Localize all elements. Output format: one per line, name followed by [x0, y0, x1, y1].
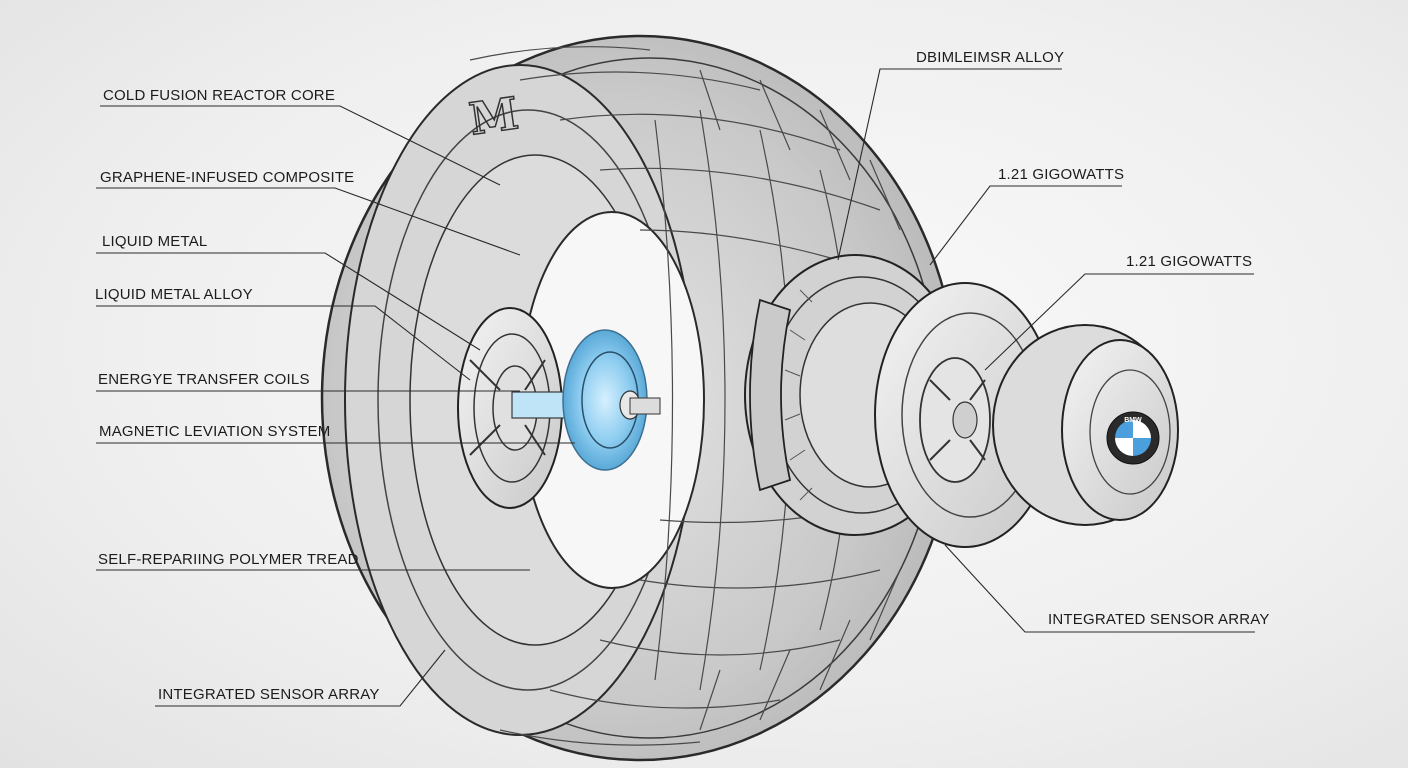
label-liquid-metal: LIQUID METAL: [102, 233, 208, 250]
rotor-vents: [784, 289, 813, 501]
bmw-badge-quarter-br: [1133, 438, 1151, 456]
tire-logo-text: M: [466, 88, 521, 145]
cap-ring: [1089, 369, 1171, 495]
leader-alloy-top: [837, 68, 1062, 261]
bmw-badge-quarter-bl: [1115, 438, 1133, 456]
label-energy-transfer-coils: ENERGYE TRANSFER COILS: [98, 371, 310, 388]
leader-graphene: [96, 187, 521, 256]
left-hub-spokes: [469, 359, 546, 456]
core-shaft: [629, 397, 661, 415]
label-liquid-metal-alloy: LIQUID METAL ALLOY: [95, 286, 253, 303]
label-magnetic-levitation-system: MAGNETIC LEVIATION SYSTEM: [99, 423, 331, 440]
label-graphene-infused-composite: GRAPHENE-INFUSED COMPOSITE: [100, 169, 355, 186]
bmw-badge-text: BMW: [1124, 417, 1142, 424]
label-self-repairing-polymer-tread: SELF-REPARIING POLYMER TREAD: [98, 551, 359, 568]
bmw-badge-quarter-tr: [1133, 420, 1151, 438]
leader-gigowatts-1: [929, 185, 1122, 266]
leader-lines: [96, 68, 1255, 707]
leader-gigowatts-2: [984, 273, 1254, 371]
leader-liquid-metal: [96, 252, 481, 351]
leader-sensor-left: [155, 649, 446, 707]
core-axle: [511, 391, 573, 419]
brake-caliper: [749, 298, 792, 492]
leader-liquid-metal-alloy: [96, 305, 471, 381]
bmw-badge-quarter-tl: [1115, 420, 1133, 438]
leader-cold-fusion: [100, 105, 501, 186]
leader-sensor-right: [944, 544, 1255, 633]
label-alloy-top: DBIMLEIMSR ALLOY: [916, 49, 1065, 66]
reactor-core: [511, 329, 661, 471]
tread-pattern: [469, 46, 901, 746]
hub-spokes: [929, 379, 986, 461]
label-gigowatts-1: 1.21 GIGOWATTS: [998, 166, 1125, 183]
label-cold-fusion-reactor-core: COLD FUSION REACTOR CORE: [103, 87, 336, 104]
label-integrated-sensor-array-right: INTEGRATED SENSOR ARRAY: [1048, 611, 1270, 628]
label-gigowatts-2: 1.21 GIGOWATTS: [1126, 253, 1253, 270]
hub-bolt: [952, 401, 978, 439]
end-cap: BMW: [992, 324, 1179, 526]
label-integrated-sensor-array-left: INTEGRATED SENSOR ARRAY: [158, 686, 380, 703]
